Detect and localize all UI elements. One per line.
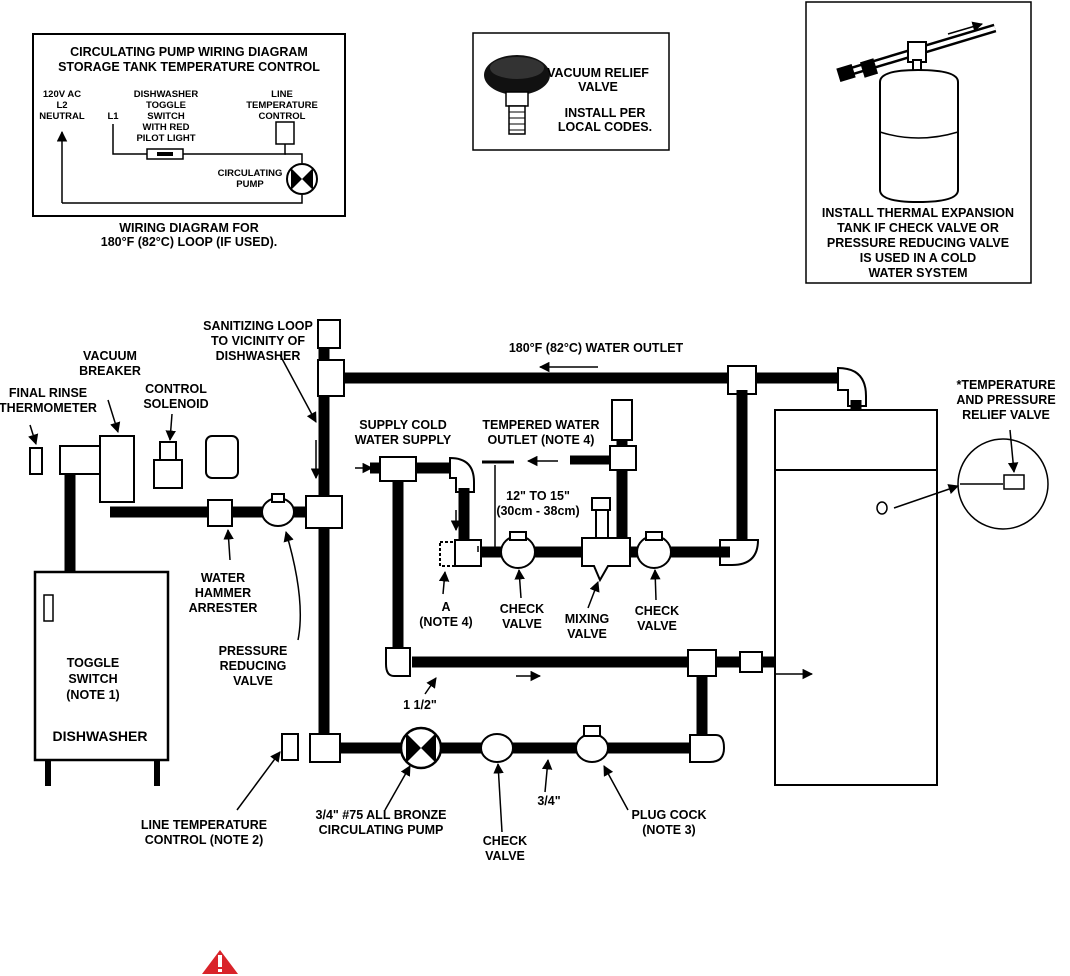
prv-label-3: VALVE [233, 674, 273, 688]
expansion-text-5: WATER SYSTEM [868, 266, 967, 280]
toggle-label-2: TOGGLE [146, 100, 186, 111]
check-valve-1-label-2: VALVE [502, 617, 542, 631]
expansion-tank-icon [836, 21, 997, 204]
expansion-text-2: TANK IF CHECK VALVE OR [837, 221, 999, 235]
wiring-title-2: STORAGE TANK TEMPERATURE CONTROL [58, 60, 320, 74]
vacuum-relief-label-2: VALVE [578, 80, 618, 94]
toggle-label: DISHWASHER [134, 89, 199, 100]
install-per-label-2: LOCAL CODES. [558, 120, 652, 134]
line-temp-control-label: LINE TEMPERATURE [141, 818, 267, 832]
check-valve-3-label: CHECK [483, 834, 527, 848]
check-valve-2-label: CHECK [635, 604, 679, 618]
line-temp-label-3: CONTROL [259, 111, 306, 122]
pump-symbol [286, 163, 318, 195]
line-temp-label: LINE [271, 89, 293, 100]
vacuum-relief-box: VACUUM RELIEF VALVE INSTALL PER LOCAL CO… [472, 32, 670, 151]
toggle-label-4: WITH RED [143, 122, 190, 133]
tempered-outlet-label: TEMPERED WATER [482, 418, 599, 432]
check-valve-2-label-2: VALVE [637, 619, 677, 633]
dishwasher-label: DISHWASHER [53, 728, 148, 744]
line-temp-control-label-2: CONTROL (NOTE 2) [145, 833, 264, 847]
wiring-caption-2: 180°F (82°C) LOOP (IF USED). [101, 235, 277, 249]
cold-supply-label-2: WATER SUPPLY [355, 433, 452, 447]
water-heater [774, 409, 1049, 786]
toggle-switch-label-3: (NOTE 1) [66, 688, 119, 702]
tempered-outlet-label-2: OUTLET (NOTE 4) [488, 433, 595, 447]
wiring-caption: WIRING DIAGRAM FOR [119, 221, 259, 235]
wiring-pump-label-2: PUMP [236, 179, 264, 190]
plug-cock-label: PLUG COCK [632, 808, 707, 822]
control-solenoid-label-2: SOLENOID [143, 397, 208, 411]
line-temp-control-symbol [275, 121, 295, 145]
l1-label: L1 [107, 111, 119, 122]
line-temp-label-2: TEMPERATURE [246, 100, 318, 111]
vacuum-breaker-label-2: BREAKER [79, 364, 141, 378]
circulating-pump-label-2: CIRCULATING PUMP [319, 823, 444, 837]
mixing-valve-label: MIXING [565, 612, 609, 626]
dishwasher-unit [33, 570, 170, 786]
plug-cock-label-2: (NOTE 3) [642, 823, 695, 837]
vacuum-relief-valve-icon [484, 55, 550, 135]
leader-lines [28, 354, 1019, 833]
mixing-valve-label-2: VALVE [567, 627, 607, 641]
sanitizing-loop-label-3: DISHWASHER [216, 349, 301, 363]
warning-icon [202, 950, 238, 974]
a-label-2: (NOTE 4) [419, 615, 472, 629]
tp-valve-label-3: RELIEF VALVE [962, 408, 1050, 422]
tp-valve-label-2: AND PRESSURE [956, 393, 1055, 407]
final-rinse-label-2: THERMOMETER [0, 401, 97, 415]
vacuum-relief-label: VACUUM RELIEF [547, 66, 649, 80]
tp-valve-label: *TEMPERATURE [956, 378, 1055, 392]
expansion-tank-box: INSTALL THERMAL EXPANSION TANK IF CHECK … [805, 1, 1032, 284]
cold-supply-label: SUPPLY COLD [359, 418, 447, 432]
water-hammer-label-2: HAMMER [195, 586, 251, 600]
supply-label-neutral: NEUTRAL [39, 111, 85, 122]
toggle-label-3: SWITCH [147, 111, 185, 122]
prv-label-2: REDUCING [220, 659, 287, 673]
water-hammer-label: WATER [201, 571, 245, 585]
distance-label: 12" TO 15" [506, 489, 570, 503]
install-per-label: INSTALL PER [565, 106, 646, 120]
sanitizing-loop-label-2: TO VICINITY OF [211, 334, 305, 348]
water-hammer-label-3: ARRESTER [189, 601, 258, 615]
control-solenoid-label: CONTROL [145, 382, 207, 396]
tp-valve-icon [1003, 474, 1025, 490]
distance-label-2: (30cm - 38cm) [496, 504, 579, 518]
expansion-text: INSTALL THERMAL EXPANSION [822, 206, 1014, 220]
final-rinse-label: FINAL RINSE [9, 386, 87, 400]
bottom-pump-symbol [399, 726, 443, 770]
water-outlet-label: 180°F (82°C) WATER OUTLET [509, 341, 684, 355]
pipe-size-label: 1 1/2" [403, 698, 437, 712]
flow-arrows [310, 361, 814, 682]
check-valve-1-label: CHECK [500, 602, 544, 616]
piping-system [29, 319, 869, 770]
expansion-text-4: IS USED IN A COLD [860, 251, 976, 265]
supply-label: 120V AC [43, 89, 81, 100]
expansion-text-3: PRESSURE REDUCING VALVE [827, 236, 1009, 250]
a-label: A [441, 600, 450, 614]
vacuum-breaker-label: VACUUM [83, 349, 137, 363]
circulating-pump-label: 3/4" #75 ALL BRONZE [316, 808, 447, 822]
check-valve-3-label-2: VALVE [485, 849, 525, 863]
toggle-switch-icon [43, 594, 54, 622]
wiring-title-1: CIRCULATING PUMP WIRING DIAGRAM [70, 45, 308, 59]
supply-label-l2: L2 [56, 100, 67, 111]
toggle-switch-label: TOGGLE [67, 656, 120, 670]
wiring-diagram: CIRCULATING PUMP WIRING DIAGRAM STORAGE … [32, 33, 346, 249]
sanitizing-loop-label: SANITIZING LOOP [203, 319, 313, 333]
toggle-switch-label-2: SWITCH [68, 672, 117, 686]
prv-label: PRESSURE [219, 644, 288, 658]
wiring-pump-label: CIRCULATING [218, 168, 283, 179]
pipe-34-label: 3/4" [537, 794, 560, 808]
toggle-label-5: PILOT LIGHT [136, 133, 195, 144]
